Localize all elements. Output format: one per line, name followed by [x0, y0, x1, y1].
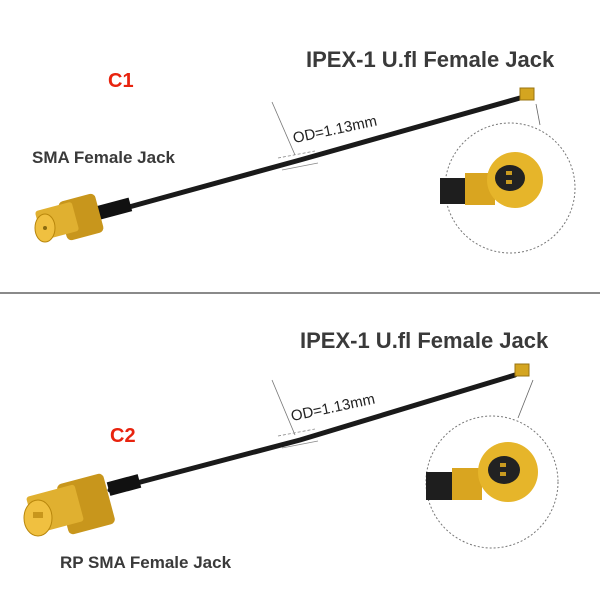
- c2-cable-illustration: [23, 363, 559, 549]
- product-code-c1: C1: [108, 70, 134, 92]
- right-connector-label: IPEX-1 U.fl Female Jack: [300, 328, 549, 353]
- left-connector-label: RP SMA Female Jack: [60, 553, 232, 572]
- product-code-c2: C2: [110, 425, 136, 447]
- ufl-connector-icon: [514, 363, 530, 377]
- rp-sma-connector-icon: [23, 473, 115, 537]
- product-panel-c2: C2 RP SMA Female Jack IPEX-1 U.fl Female…: [0, 300, 600, 600]
- magnify-circle: [425, 415, 559, 549]
- section-divider: [0, 292, 600, 294]
- ufl-magnified-icon: [426, 442, 538, 502]
- ufl-magnified-icon: [440, 152, 543, 208]
- left-connector-label: SMA Female Jack: [32, 148, 175, 167]
- od-leader-line: [271, 101, 296, 156]
- product-panel-c1: C1 SMA Female Jack IPEX-1 U.fl Female Ja…: [32, 47, 576, 254]
- cable-line: [97, 95, 523, 218]
- sma-connector-icon: [34, 193, 104, 243]
- magnify-circle: [444, 122, 576, 254]
- right-connector-label: IPEX-1 U.fl Female Jack: [306, 47, 555, 72]
- ufl-connector-icon: [519, 87, 535, 101]
- c1-cable-illustration: [34, 87, 576, 254]
- cable-line: [107, 372, 518, 493]
